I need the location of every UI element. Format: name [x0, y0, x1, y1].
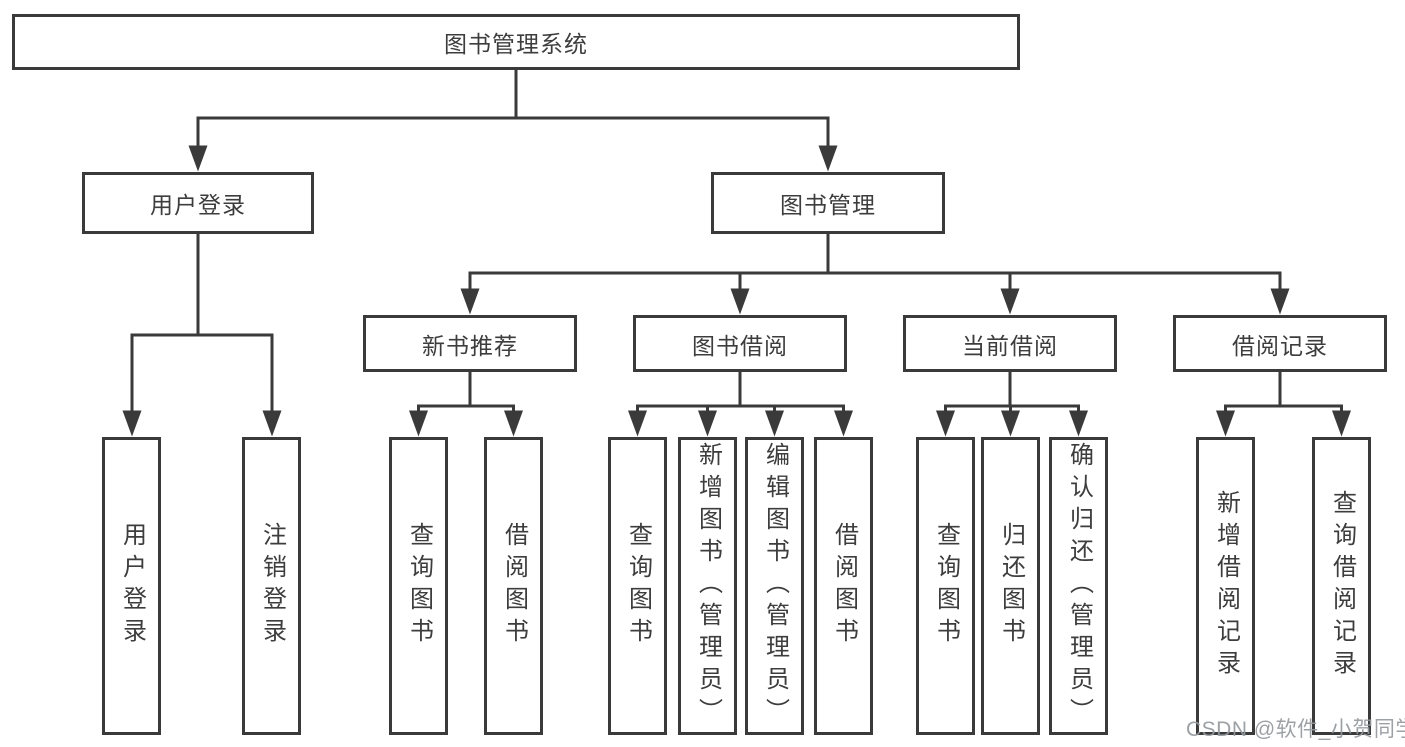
node-root-label: 图书管理系统 — [444, 31, 588, 57]
leaf-edit-books-admin: 编辑图书（管理员） — [745, 437, 804, 735]
leaf-add-books-admin-label: 新增图书（管理员） — [694, 442, 722, 730]
node-user-login: 用户登录 — [82, 172, 314, 234]
leaf-query-books-recommend: 查询图书 — [389, 437, 448, 735]
node-current-borrowing: 当前借阅 — [903, 315, 1117, 372]
leaf-edit-books-admin-label: 编辑图书（管理员） — [761, 442, 789, 730]
leaf-confirm-return-admin-label: 确认归还（管理员） — [1065, 442, 1093, 730]
leaf-user-login-label: 用户登录 — [118, 522, 146, 650]
leaf-query-books-recommend-label: 查询图书 — [405, 522, 433, 650]
leaf-logout-label: 注销登录 — [258, 522, 286, 650]
node-current-borrowing-label: 当前借阅 — [962, 332, 1058, 359]
watermark: CSDN @软件_小贺同学 — [1186, 718, 1405, 741]
leaf-return-books-label: 归还图书 — [997, 522, 1025, 650]
leaf-add-borrow-record: 新增借阅记录 — [1196, 437, 1255, 735]
node-book-management: 图书管理 — [711, 172, 945, 234]
node-root: 图书管理系统 — [12, 14, 1020, 70]
leaf-return-books: 归还图书 — [981, 437, 1040, 735]
leaf-add-books-admin: 新增图书（管理员） — [678, 437, 737, 735]
leaf-borrow-books-recommend-label: 借阅图书 — [500, 522, 528, 650]
node-user-login-label: 用户登录 — [150, 192, 246, 218]
leaf-borrow-books-recommend: 借阅图书 — [484, 437, 543, 735]
connector-segments — [130, 70, 1343, 414]
leaf-add-borrow-record-label: 新增借阅记录 — [1212, 490, 1240, 682]
leaf-borrow-books-borrowing-label: 借阅图书 — [830, 522, 858, 650]
node-book-management-label: 图书管理 — [780, 192, 876, 218]
leaf-user-login: 用户登录 — [102, 437, 161, 735]
arrowheads — [122, 145, 1351, 437]
node-new-book-recommend: 新书推荐 — [363, 315, 577, 372]
node-borrowing-records: 借阅记录 — [1173, 315, 1387, 372]
leaf-query-books-borrowing-label: 查询图书 — [624, 522, 652, 650]
node-new-book-recommend-label: 新书推荐 — [422, 332, 518, 359]
node-book-borrowing: 图书借阅 — [633, 315, 847, 372]
leaf-query-borrow-record: 查询借阅记录 — [1312, 437, 1371, 735]
node-borrowing-records-label: 借阅记录 — [1232, 332, 1328, 359]
leaf-query-books-borrowing: 查询图书 — [608, 437, 667, 735]
leaf-query-borrow-record-label: 查询借阅记录 — [1328, 490, 1356, 682]
leaf-borrow-books-borrowing: 借阅图书 — [814, 437, 873, 735]
node-book-borrowing-label: 图书借阅 — [692, 332, 788, 359]
leaf-query-books-current-label: 查询图书 — [932, 522, 960, 650]
leaf-logout: 注销登录 — [242, 437, 301, 735]
leaf-confirm-return-admin: 确认归还（管理员） — [1049, 437, 1108, 735]
leaf-query-books-current: 查询图书 — [916, 437, 975, 735]
